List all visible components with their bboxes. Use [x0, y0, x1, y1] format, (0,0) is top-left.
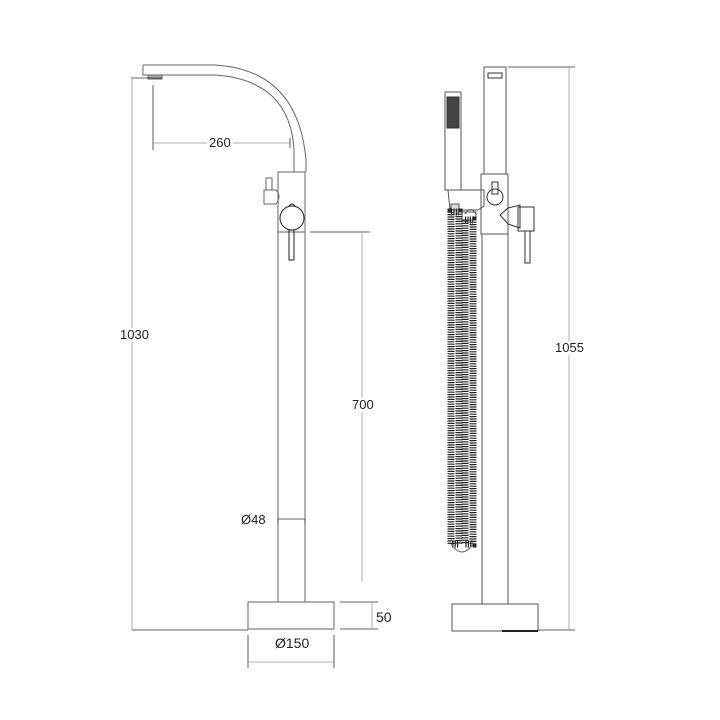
diverter-disc — [486, 188, 504, 206]
lever-handle — [288, 229, 295, 261]
shower-hose — [447, 208, 477, 553]
dim-handle-height: 700 — [350, 397, 376, 412]
diverter-knob — [265, 177, 273, 191]
lever — [524, 230, 531, 264]
dim-total-height-side: 1030 — [118, 327, 151, 342]
side-view — [142, 64, 335, 630]
dim-spout-reach: 260 — [207, 135, 233, 150]
dim-column-diameter: Ø48 — [239, 512, 268, 527]
side-dimensions — [131, 77, 378, 668]
base — [451, 603, 539, 632]
dim-base-height: 50 — [374, 609, 394, 625]
valve-body — [277, 171, 306, 233]
spout — [142, 64, 307, 172]
front-view — [444, 66, 539, 632]
spout-column — [483, 66, 507, 175]
dim-total-height-front: 1055 — [553, 340, 586, 355]
valve-body — [480, 173, 509, 235]
handle-disc — [279, 205, 305, 231]
base — [247, 601, 335, 630]
dim-base-diameter: Ø150 — [273, 635, 312, 651]
side-handle — [499, 204, 521, 229]
shower-holder — [447, 189, 485, 211]
